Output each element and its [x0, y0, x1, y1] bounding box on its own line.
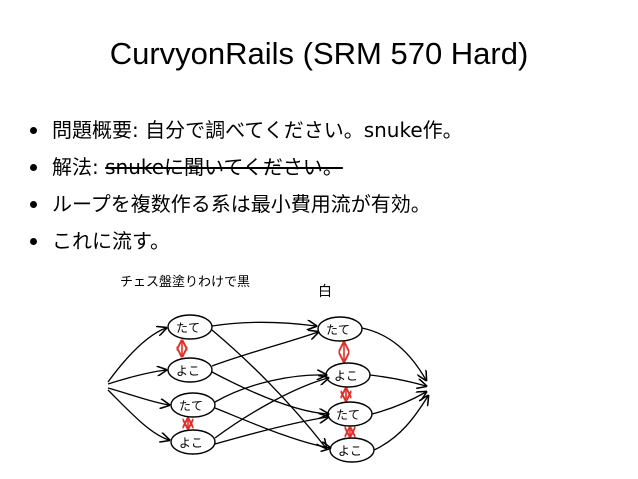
bullet-prefix: 解法:	[52, 155, 106, 179]
bullet-item-solution: 解法: snukeに聞いてください。	[30, 153, 463, 190]
bullet-dot-icon	[30, 201, 37, 208]
node-label: よこ	[334, 369, 358, 383]
sink-edges	[361, 327, 428, 451]
left-node-yoko-2: よこ	[170, 429, 216, 455]
bullet-dot-icon	[30, 127, 37, 134]
right-node-tate-2: たて	[327, 401, 373, 427]
bullet-item-flow-into-this: これに流す。	[30, 227, 463, 264]
bullet-text: 問題概要: 自分で調べてください。snuke作。	[52, 118, 463, 142]
slide-title: CurvyonRails (SRM 570 Hard)	[109, 36, 529, 71]
struck-text: snukeに聞いてください。	[105, 155, 343, 179]
right-node-yoko-1: よこ	[325, 362, 371, 388]
node-label: たて	[176, 321, 200, 335]
bullet-text: ループを複数作る系は最小費用流が有効。	[52, 192, 431, 216]
node-label: よこ	[176, 364, 200, 378]
bullet-list: 問題概要: 自分で調べてください。snuke作。 解法: snukeに聞いてくだ…	[30, 116, 463, 264]
pair-arrows	[182, 341, 350, 436]
right-column-title: 白	[318, 284, 332, 300]
right-node-yoko-2: よこ	[329, 437, 375, 463]
left-node-tate-2: たて	[170, 392, 216, 418]
node-label: よこ	[179, 436, 203, 450]
bullet-text: これに流す。	[52, 229, 170, 253]
bullet-item-overview: 問題概要: 自分で調べてください。snuke作。	[30, 116, 463, 153]
node-label: たて	[326, 323, 350, 337]
bullet-dot-icon	[30, 238, 37, 245]
left-node-yoko-1: よこ	[167, 357, 213, 383]
left-column-title: チェス盤塗りわけで黒	[120, 274, 250, 290]
node-label: たて	[179, 399, 203, 413]
cross-edges	[211, 322, 330, 448]
bullet-dot-icon	[30, 164, 37, 171]
source-edges	[107, 328, 169, 440]
right-node-tate-1: たて	[317, 316, 363, 342]
node-label: よこ	[338, 444, 362, 458]
node-label: たて	[336, 408, 360, 422]
left-node-tate-1: たて	[167, 314, 213, 340]
flow-network-diagram: チェス盤塗りわけで黒 白 たて よこ たて よこ たて よこ	[100, 262, 440, 472]
bullet-item-min-cost-flow: ループを複数作る系は最小費用流が有効。	[30, 190, 463, 227]
